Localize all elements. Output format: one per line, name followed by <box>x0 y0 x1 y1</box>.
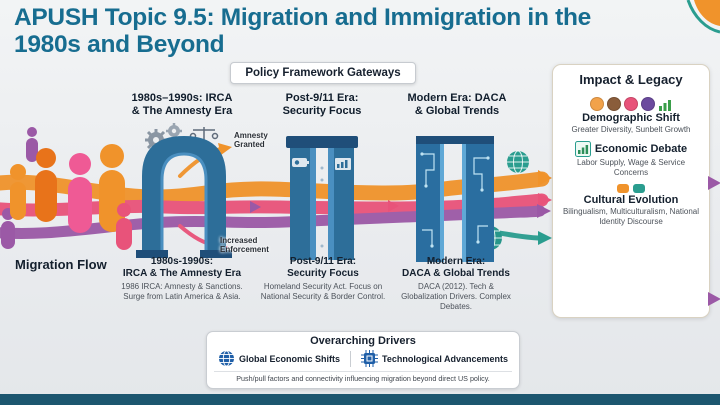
driver-global-economic: Global Economic Shifts <box>218 350 340 367</box>
gateway-irca-arch <box>136 124 232 263</box>
avatar-icon <box>606 97 621 111</box>
policy-framework-label: Policy Framework Gateways <box>230 62 416 84</box>
globe-economy-icon <box>218 350 234 367</box>
page-title: APUSH Topic 9.5: Migration and Immigrati… <box>14 4 591 58</box>
caption-irca: 1980s-1990s: IRCA & The Amnesty Era 1986… <box>116 256 248 302</box>
cultural-evolution-body: Bilingualism, Multiculturalism, National… <box>562 207 700 226</box>
caption-modern-title: Modern Era: DACA & Global Trends <box>402 256 510 279</box>
caption-irca-title: 1980s-1990s: IRCA & The Amnesty Era <box>122 256 242 279</box>
economic-debate-title: Economic Debate <box>594 143 688 155</box>
gateway-security <box>280 128 364 265</box>
drivers-title: Overarching Drivers <box>310 335 416 347</box>
impact-item-demographic: Demographic Shift Greater Diversity, Sun… <box>560 95 702 135</box>
avatar-icon <box>589 97 604 111</box>
gateway-header-modern: Modern Era: DACA & Global Trends <box>407 92 507 117</box>
migrant-figures <box>1 127 132 250</box>
economy-chart-icon <box>574 141 591 157</box>
surveillance-screen-icon <box>335 158 351 170</box>
gateway-header-post911: Post-9/11 Era: Security Focus <box>282 92 362 117</box>
legacy-exit-arrow-icon <box>708 176 720 190</box>
legacy-exit-arrow-icon <box>708 292 720 306</box>
impact-item-economic: Economic Debate Labor Supply, Wage & Ser… <box>560 141 702 178</box>
corner-ribbon-decoration <box>686 0 720 34</box>
avatar-icon <box>640 97 655 111</box>
increased-enforcement-label: Increased Enforcement <box>220 236 269 255</box>
avatar-icon <box>623 97 638 111</box>
driver-label: Technological Advancements <box>381 353 509 364</box>
gateway-modern <box>410 130 496 267</box>
demographic-shift-body: Greater Diversity, Sunbelt Growth <box>571 125 691 134</box>
economic-debate-body: Labor Supply, Wage & Service Concerns <box>576 158 686 177</box>
speech-bubble-icon <box>633 184 645 193</box>
divider <box>349 350 351 367</box>
cultural-icons <box>617 184 645 193</box>
caption-modern: Modern Era: DACA & Global Trends DACA (2… <box>396 256 516 312</box>
caption-post911: Post-9/11 Era: Security Focus Homeland S… <box>260 256 386 302</box>
impact-item-cultural: Cultural Evolution Bilingualism, Multicu… <box>560 184 702 227</box>
security-camera-icon <box>292 158 309 167</box>
speech-bubble-icon <box>617 184 629 193</box>
caption-modern-body: DACA (2012). Tech & Globalization Driver… <box>401 282 511 311</box>
impact-panel-title: Impact & Legacy <box>579 72 683 87</box>
globe-icon <box>507 150 529 174</box>
overarching-drivers-box: Overarching Drivers Global Economic Shif… <box>206 331 520 389</box>
caption-irca-body: 1986 IRCA: Amnesty & Sanctions. Surge fr… <box>121 282 243 301</box>
amnesty-granted-label: Amnesty Granted <box>234 131 268 150</box>
migration-flow-label: Migration Flow <box>15 257 107 272</box>
footer-bar <box>0 394 720 405</box>
microchip-icon <box>360 350 378 367</box>
drivers-footnote: Push/pull factors and connectivity influ… <box>214 371 512 383</box>
impact-legacy-panel: Impact & Legacy Demographic Shift Greate… <box>552 64 710 318</box>
driver-technological: Technological Advancements <box>360 350 509 367</box>
cultural-evolution-title: Cultural Evolution <box>583 194 679 206</box>
demographic-shift-title: Demographic Shift <box>582 112 680 124</box>
gateway-header-irca: 1980s–1990s: IRCA & The Amnesty Era <box>131 92 233 117</box>
growth-chart-icon <box>658 100 671 111</box>
caption-post911-body: Homeland Security Act. Focus on National… <box>260 282 386 301</box>
demographic-people-icons <box>589 95 673 111</box>
driver-label: Global Economic Shifts <box>238 353 340 364</box>
caption-post911-title: Post-9/11 Era: Security Focus <box>287 256 359 279</box>
